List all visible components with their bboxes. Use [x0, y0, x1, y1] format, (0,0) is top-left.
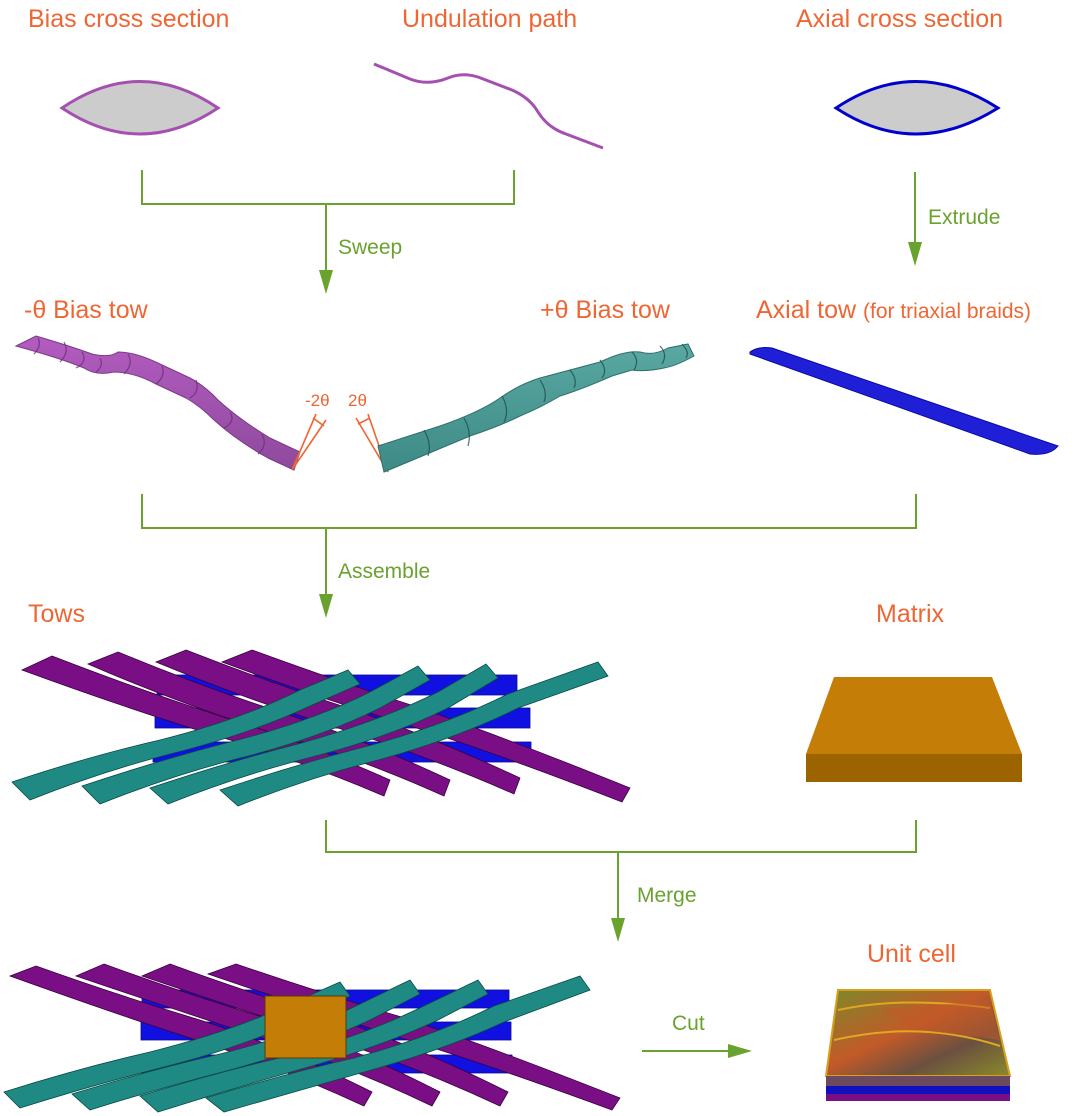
pos-bias-tow-label: +θ Bias tow [540, 296, 670, 324]
sweep-connector [141, 170, 515, 272]
matrix-block [806, 677, 1022, 782]
matrix-label: Matrix [876, 600, 945, 628]
pos-angle-label: 2θ [348, 391, 367, 410]
tows-label: Tows [28, 600, 85, 628]
bias-cross-section-shape [59, 80, 221, 136]
tows-assembly [11, 649, 631, 807]
axial-tow-note: (for triaxial braids) [863, 300, 1032, 323]
unit-cell-block [824, 989, 1012, 1101]
neg-angle-label: -2θ [305, 391, 330, 410]
bias-cross-section-label: Bias cross section [28, 5, 230, 33]
sweep-step-label: Sweep [338, 236, 403, 259]
pos-bias-tows [11, 661, 609, 807]
axial-tow-title: Axial tow [756, 296, 857, 324]
merged-assembly [3, 963, 621, 1113]
neg-bias-tow-label: -θ Bias tow [24, 296, 148, 324]
extrude-arrowhead [908, 242, 922, 266]
cut-step-label: Cut [672, 1012, 705, 1035]
unit-cell-label: Unit cell [867, 940, 956, 968]
pos-bias-tow-shape [377, 343, 695, 473]
undulation-path-curve [373, 62, 604, 150]
extrude-step-label: Extrude [928, 206, 1001, 229]
neg-bias-tow-shape [14, 335, 301, 471]
neg-angle-marks [291, 413, 327, 471]
cut-arrowhead [728, 1044, 752, 1058]
merge-connector [325, 820, 917, 920]
axial-cross-section-label: Axial cross section [796, 5, 1004, 33]
assemble-step-label: Assemble [338, 560, 431, 583]
assemble-connector [141, 494, 917, 596]
undulation-path-label: Undulation path [402, 5, 578, 33]
axial-tow-label: Axial tow (for triaxial braids) [756, 298, 1031, 323]
merge-arrowhead [611, 918, 625, 942]
axial-tow-shape [749, 347, 1059, 455]
merged-matrix-block [264, 995, 347, 1059]
merge-step-label: Merge [637, 884, 697, 907]
assemble-arrowhead [319, 594, 333, 618]
axial-cross-section-shape [833, 80, 1001, 136]
sweep-arrowhead [319, 270, 333, 294]
